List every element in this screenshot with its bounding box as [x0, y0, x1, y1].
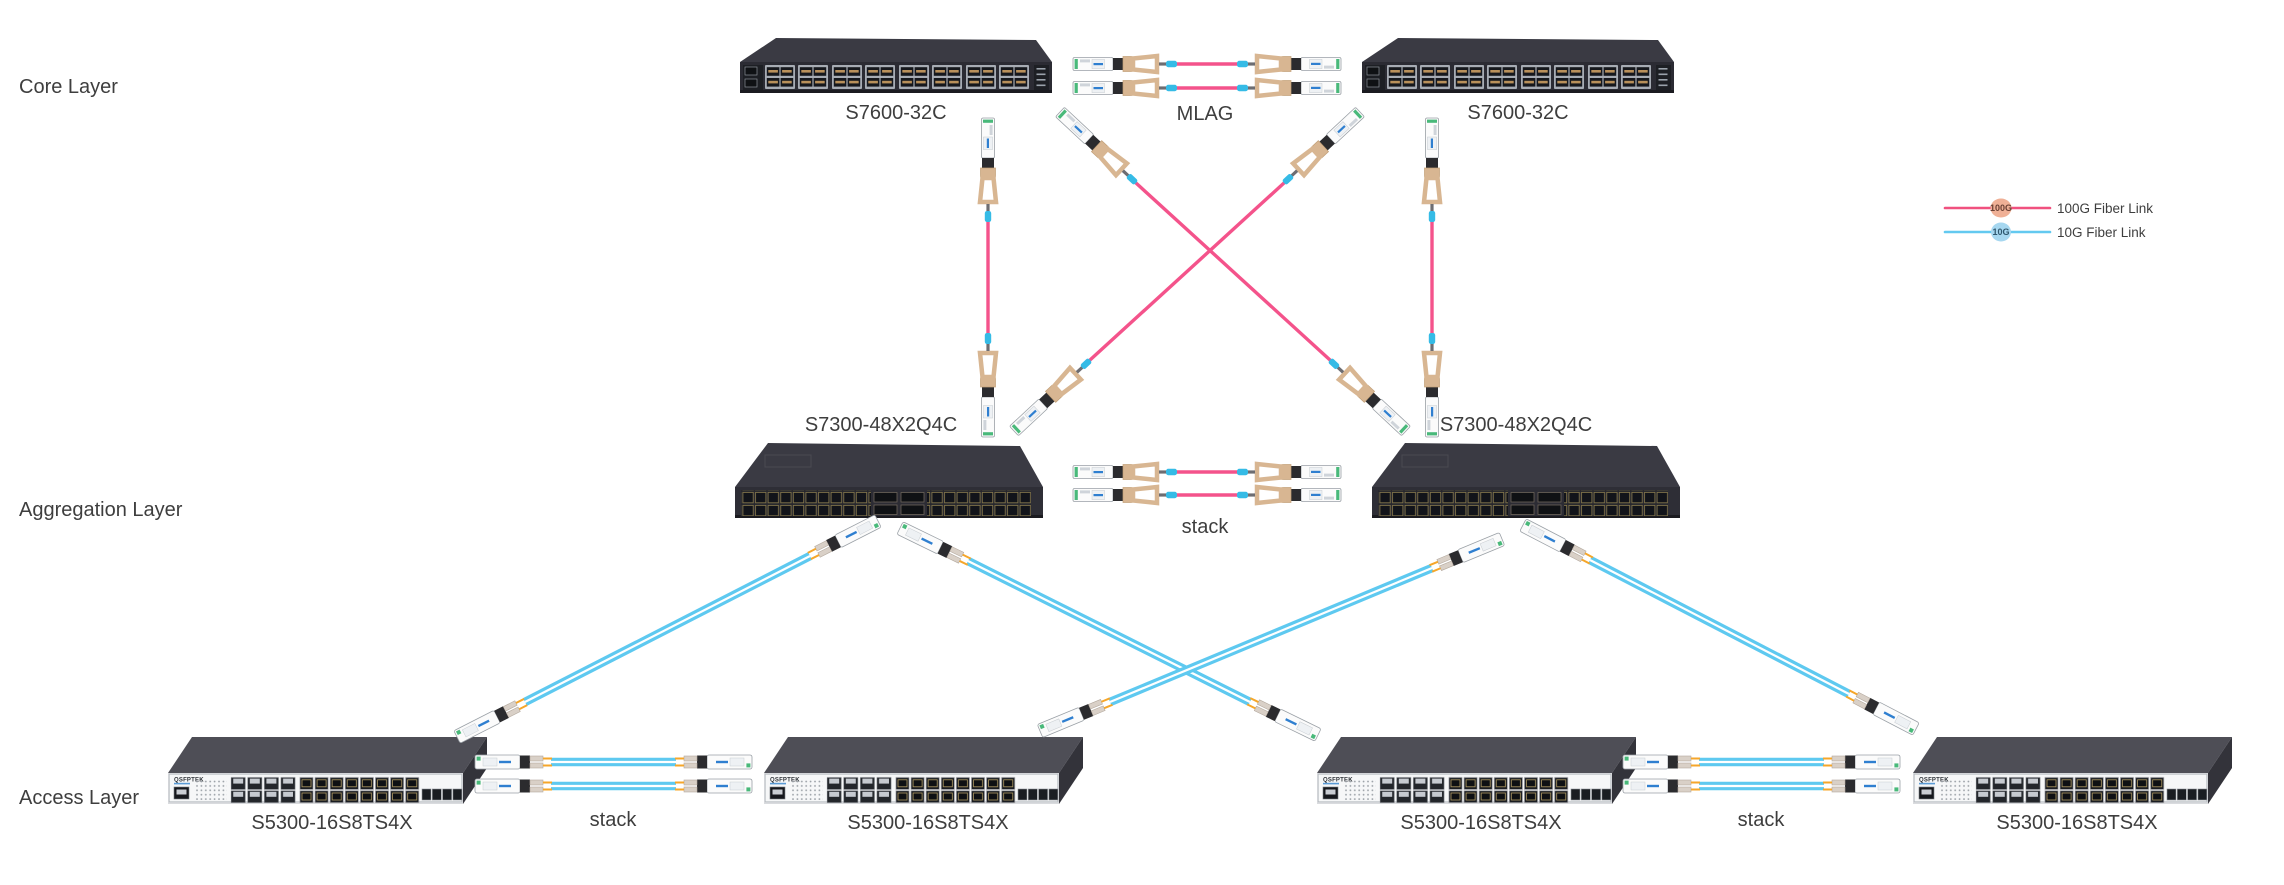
cable-100g-core2-agg1: [1088, 181, 1286, 362]
access2-model-label: S5300-16S8TS4X: [847, 812, 1008, 834]
access3-model-label: S5300-16S8TS4X: [1400, 812, 1561, 834]
legend-10g-label: 10G Fiber Link: [2057, 225, 2146, 240]
legend: 100G 100G Fiber Link 10G 10G Fiber Link: [1943, 198, 2153, 242]
legend-10g-badge: [1991, 222, 2011, 242]
layer-label-aggregation: Aggregation Layer: [19, 499, 183, 521]
layer-label-core: Core Layer: [19, 76, 118, 98]
switch-agg-1: [734, 442, 1044, 519]
switch-core-1: [740, 38, 1052, 93]
legend-100g-badge: [1990, 198, 2012, 218]
access4-model-label: S5300-16S8TS4X: [1996, 812, 2157, 834]
switch-access-1: [167, 736, 488, 805]
switch-access-4: [1912, 736, 2233, 805]
switch-agg-2: [1371, 442, 1681, 519]
mlag-link-label: MLAG: [1177, 103, 1234, 125]
links-10g: [523, 552, 1851, 791]
agg-stack-link-label: stack: [1182, 516, 1230, 538]
switch-core-2: [1362, 38, 1674, 93]
core2-model-label: S7600-32C: [1467, 102, 1568, 124]
legend-100g-badge-text: 100G: [1990, 203, 2012, 213]
access-stack-left-label: stack: [590, 809, 638, 831]
access-stack-right-label: stack: [1738, 809, 1786, 831]
switch-access-3: [1316, 736, 1637, 805]
access1-model-label: S5300-16S8TS4X: [251, 812, 412, 834]
links-100g: [986, 62, 1434, 497]
layer-label-access: Access Layer: [19, 787, 139, 809]
agg2-model-label: S7300-48X2Q4C: [1440, 414, 1592, 436]
core1-model-label: S7600-32C: [845, 102, 946, 124]
agg1-model-label: S7300-48X2Q4C: [805, 414, 957, 436]
legend-100g-label: 100G Fiber Link: [2057, 201, 2153, 216]
legend-10g-badge-text: 10G: [1992, 227, 2009, 237]
switch-access-2: [763, 736, 1084, 805]
cable-100g-core1-agg2: [1134, 181, 1332, 362]
